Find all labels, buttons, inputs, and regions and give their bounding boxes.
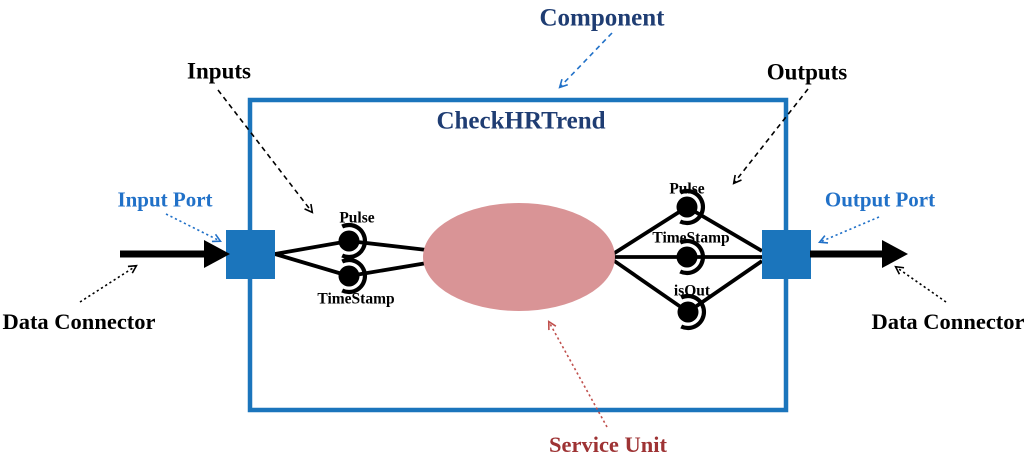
outputs-pointer-arrow [732,88,809,185]
pin-socket-icon [679,238,706,276]
pin-ball-icon [676,196,698,218]
service-unit-ellipse [423,203,615,311]
output-pin-label-pulse: Pulse [669,180,705,198]
output-pin-timestamp [676,238,706,276]
pin-socket-icon [341,222,368,260]
input-pin-timestamp [338,257,368,295]
pin-socket-icon [679,188,706,226]
arrowhead-icon [882,240,908,268]
arrowhead-icon [204,240,230,268]
pin-ball-icon [676,246,698,268]
pin-ball-icon [338,265,360,287]
outputs-label: Outputs [766,59,848,85]
pin-ball-icon [677,301,699,323]
data-connector-left-pointer-arrow [79,264,138,303]
service-unit-label: Service Unit [548,431,668,457]
data-connector-left-arrow [120,240,230,268]
input-port-square [226,230,275,279]
input-pin-label-pulse: Pulse [339,209,375,227]
input-port-label: Input Port [117,187,213,212]
output-port-pointer-arrow [817,216,880,244]
input-pin-label-timestamp: TimeStamp [317,290,395,308]
output-pin-label-timestamp: TimeStamp [652,229,730,247]
input-port-pointer-arrow [165,213,222,243]
inputs-label: Inputs [187,58,251,84]
output-port-label: Output Port [824,187,936,212]
pin-socket-icon [341,257,368,295]
data-connector-right-pointer-arrow [894,265,947,303]
data-connector-right-label: Data Connector [871,308,1024,334]
component-title: CheckHRTrend [436,107,606,135]
output-pin-isout [677,293,707,331]
data-connector-left-label: Data Connector [2,308,156,334]
inputs-pointer-arrow [217,89,314,214]
input-pin-pulse [338,222,368,260]
output-pin-label-isout: isOut [673,282,711,300]
output-port-square [762,230,811,279]
component-pointer-arrow [558,32,613,89]
pin-socket-icon [680,293,707,331]
data-connector-right-arrow [810,240,908,268]
component-annotation-label: Component [539,4,665,32]
pin-ball-icon [338,230,360,252]
output-pin-pulse [676,188,706,226]
